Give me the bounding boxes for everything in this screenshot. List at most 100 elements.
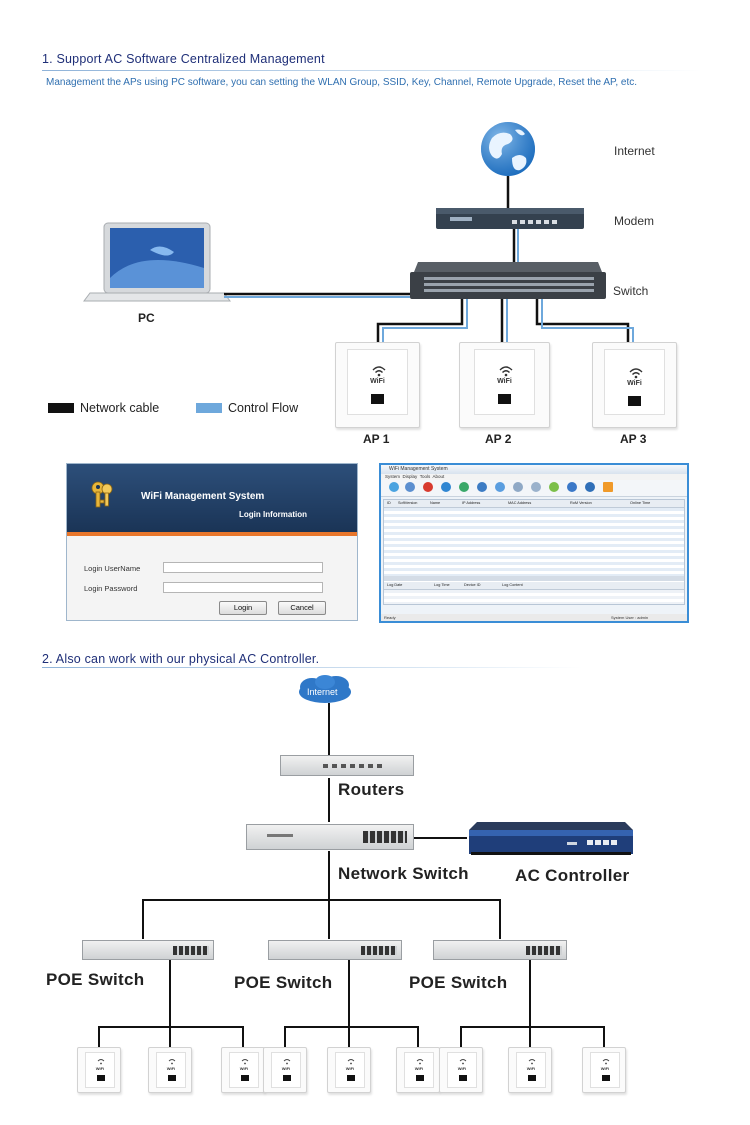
- small-ap-device: WiFi: [508, 1047, 552, 1093]
- diagram1-topology: [83, 122, 634, 346]
- toolbar-config-icon[interactable]: [549, 482, 559, 492]
- ap2-device: WiFi: [459, 342, 550, 428]
- col-softversion[interactable]: SoftVersion: [398, 501, 418, 505]
- log-col-device[interactable]: Device ID: [464, 583, 481, 587]
- poe-switch-3-device: [433, 940, 567, 960]
- small-ap-ethernet-port-icon: [602, 1075, 610, 1081]
- management-app-window: WiFi Management System System Display To…: [379, 463, 689, 623]
- login-title: WiFi Management System: [141, 491, 265, 502]
- router-device: [280, 755, 414, 776]
- col-mac[interactable]: MAC Address: [508, 501, 532, 505]
- status-ready: Ready: [384, 615, 396, 620]
- toolbar-wireless-icon[interactable]: [513, 482, 523, 492]
- log-col-content[interactable]: Log Content: [502, 583, 523, 587]
- menu-display[interactable]: Display: [402, 474, 418, 479]
- col-online[interactable]: Online Time: [630, 501, 651, 505]
- small-ap-wifi-text: WiFi: [95, 1066, 105, 1071]
- section2-divider: [42, 667, 582, 668]
- internet-globe-icon: [481, 122, 535, 176]
- col-rom[interactable]: RoM Version: [570, 501, 592, 505]
- poe-switch-1-label: POE Switch: [46, 970, 145, 989]
- ap1-wifi-text: WiFi: [370, 378, 385, 385]
- legend-control-flow-swatch: [196, 403, 222, 413]
- ap3-label: AP 3: [620, 432, 647, 446]
- toolbar-network-icon[interactable]: [405, 482, 415, 492]
- menu-about[interactable]: About: [432, 474, 445, 479]
- small-ap-wifi-icon: [528, 1059, 536, 1065]
- modem-label: Modem: [614, 214, 655, 228]
- poe-switch-2-label: POE Switch: [234, 973, 333, 992]
- toolbar-user-icon[interactable]: [477, 482, 487, 492]
- small-ap-ethernet-port-icon: [241, 1075, 249, 1081]
- small-ap-device: WiFi: [582, 1047, 626, 1093]
- legend-network-cable-swatch: [48, 403, 74, 413]
- ap3-wifi-text: WiFi: [627, 380, 642, 387]
- toolbar-globe-icon[interactable]: [441, 482, 451, 492]
- diagram2-topology: [98, 675, 605, 1047]
- col-ip[interactable]: IP Address: [462, 501, 481, 505]
- internet-cloud-icon: [299, 675, 351, 703]
- poe-switch-3-label: POE Switch: [409, 973, 508, 992]
- network-switch-device: [246, 824, 414, 850]
- ap2-ethernet-port-icon: [498, 394, 511, 404]
- cancel-button[interactable]: Cancel: [278, 601, 326, 615]
- switch-label: Switch: [613, 284, 649, 298]
- ap2-label: AP 2: [485, 432, 512, 446]
- small-ap-device: WiFi: [439, 1047, 483, 1093]
- small-ap-ethernet-port-icon: [459, 1075, 467, 1081]
- menu-tools[interactable]: Tools: [419, 474, 431, 479]
- log-header: [384, 582, 684, 590]
- keys-icon: [91, 481, 113, 508]
- modem-device: [436, 208, 584, 229]
- small-ap-wifi-text: WiFi: [600, 1066, 610, 1071]
- poe-switch-2-device: [268, 940, 402, 960]
- login-button[interactable]: Login: [219, 601, 267, 615]
- toolbar-close-icon[interactable]: [423, 482, 433, 492]
- small-ap-ethernet-port-icon: [97, 1075, 105, 1081]
- toolbar-settings-icon[interactable]: [531, 482, 541, 492]
- app-menu-bar: System Display Tools About: [381, 474, 687, 480]
- log-rows: [384, 590, 684, 604]
- laptop-pc-icon: [83, 222, 231, 302]
- small-ap-wifi-text: WiFi: [414, 1066, 424, 1071]
- ac-controller-device: [467, 822, 635, 858]
- ap3-ethernet-port-icon: [628, 396, 641, 406]
- toolbar-green-icon[interactable]: [459, 482, 469, 492]
- small-ap-wifi-icon: [347, 1059, 355, 1065]
- small-ap-device: WiFi: [396, 1047, 440, 1093]
- small-ap-wifi-text: WiFi: [457, 1066, 467, 1071]
- app-title-bar: WiFi Management System: [381, 465, 687, 474]
- ac-controller-label: AC Controller: [515, 866, 630, 885]
- switch-ap-cables: [376, 299, 634, 346]
- small-ap-wifi-icon: [283, 1059, 291, 1065]
- ap3-device: WiFi: [592, 342, 677, 428]
- username-field[interactable]: [163, 562, 323, 573]
- col-id[interactable]: ID: [387, 501, 391, 505]
- legend-control-flow-label: Control Flow: [228, 401, 299, 415]
- ap3-wifi-icon: [629, 368, 643, 379]
- toolbar-info-icon[interactable]: [567, 482, 577, 492]
- small-ap-device: WiFi: [77, 1047, 121, 1093]
- toolbar-refresh-icon[interactable]: [389, 482, 399, 492]
- toolbar-help-icon[interactable]: [585, 482, 595, 492]
- password-field[interactable]: [163, 582, 323, 593]
- section1-subtitle: Management the APs using PC software, yo…: [46, 77, 638, 88]
- toolbar-upgrade-icon[interactable]: [495, 482, 505, 492]
- small-ap-wifi-icon: [168, 1059, 176, 1065]
- section1-divider: [42, 70, 702, 71]
- routers-label: Routers: [338, 780, 405, 799]
- toolbar-exit-icon[interactable]: [603, 482, 613, 492]
- password-label: Login Password: [84, 584, 138, 593]
- login-window: WiFi Management System Login Information…: [66, 463, 358, 621]
- small-ap-wifi-icon: [416, 1059, 424, 1065]
- col-name[interactable]: Name: [430, 501, 441, 505]
- small-ap-ethernet-port-icon: [283, 1075, 291, 1081]
- small-ap-wifi-text: WiFi: [345, 1066, 355, 1071]
- small-ap-device: WiFi: [327, 1047, 371, 1093]
- menu-system[interactable]: System: [385, 474, 401, 479]
- status-user: System User : admin: [611, 615, 649, 620]
- log-col-date[interactable]: Log Date: [387, 583, 403, 587]
- grid-scrollbar[interactable]: [384, 576, 684, 581]
- log-col-time[interactable]: Log Time: [434, 583, 450, 587]
- cloud-internet-label: Internet: [307, 687, 338, 697]
